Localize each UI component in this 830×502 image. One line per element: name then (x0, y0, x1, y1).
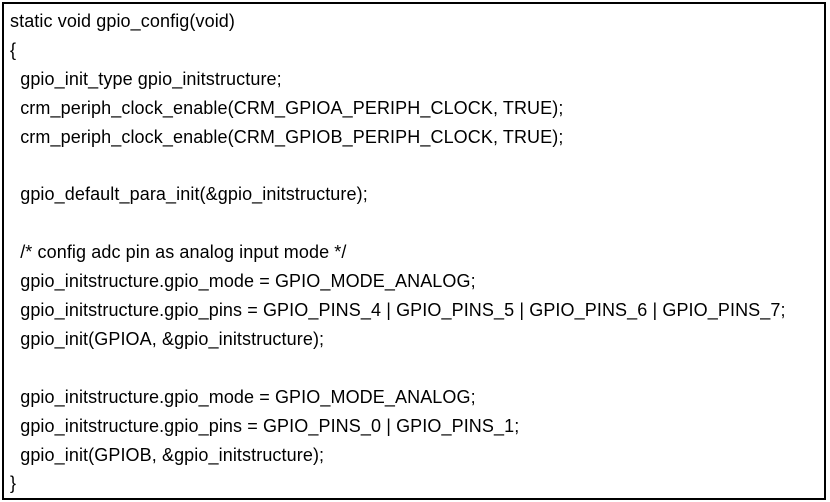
code-line-blank (10, 209, 818, 238)
code-line: gpio_initstructure.gpio_pins = GPIO_PINS… (10, 415, 520, 436)
code-line-comment: /* config adc pin as analog input mode *… (10, 242, 347, 263)
code-line: crm_periph_clock_enable(CRM_GPIOA_PERIPH… (10, 97, 564, 118)
code-line: gpio_init(GPIOB, &gpio_initstructure); (10, 444, 325, 465)
code-line-blank (10, 152, 818, 181)
code-line: gpio_init(GPIOA, &gpio_initstructure); (10, 328, 325, 349)
code-line: gpio_init_type gpio_initstructure; (10, 68, 282, 89)
code-line: } (10, 473, 17, 494)
code-line: gpio_default_para_init(&gpio_initstructu… (10, 184, 368, 205)
code-line: crm_periph_clock_enable(CRM_GPIOB_PERIPH… (10, 126, 564, 147)
code-line-blank (10, 354, 818, 383)
code-line: gpio_initstructure.gpio_mode = GPIO_MODE… (10, 271, 476, 292)
code-line: gpio_initstructure.gpio_pins = GPIO_PINS… (10, 300, 786, 321)
code-line: gpio_initstructure.gpio_mode = GPIO_MODE… (10, 386, 476, 407)
code-line: { (10, 39, 17, 60)
code-line: static void gpio_config(void) (10, 11, 236, 31)
